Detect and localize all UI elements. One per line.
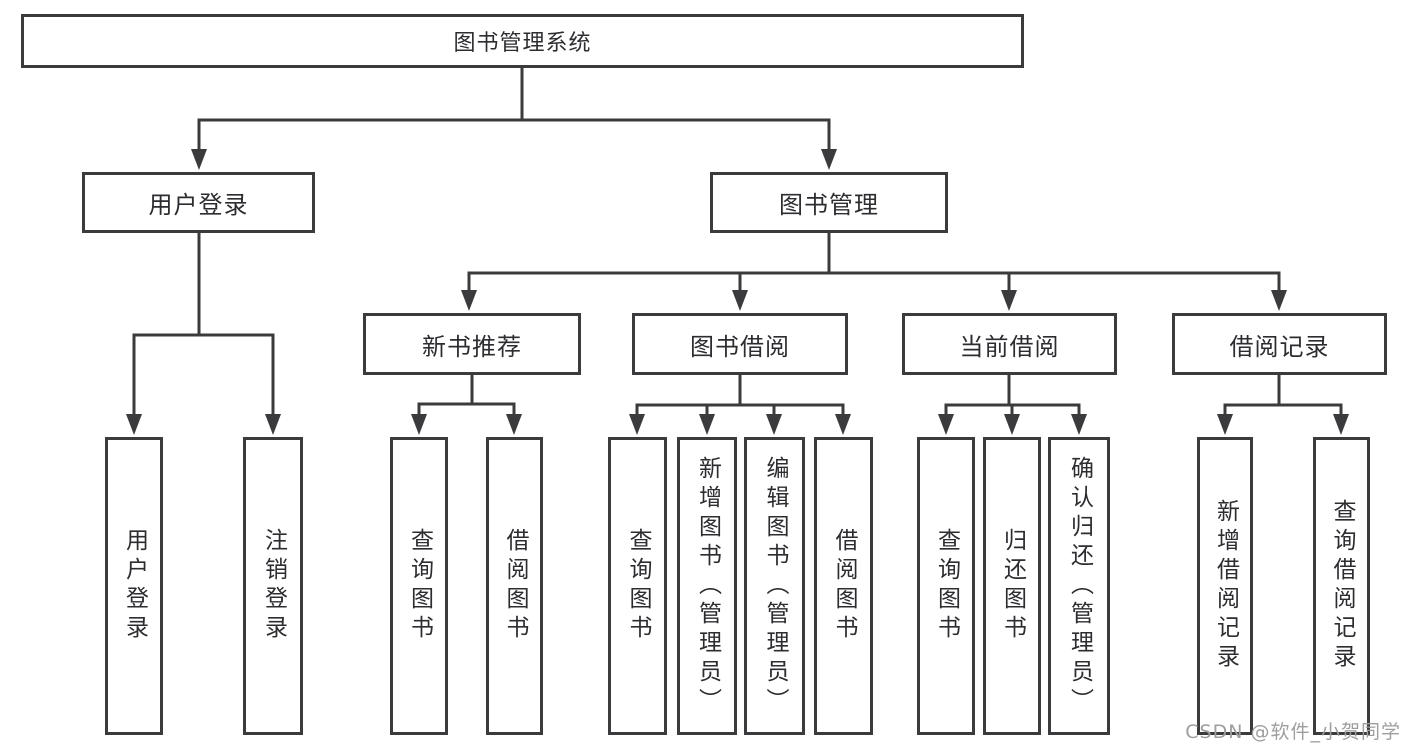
connector-bookborrow-to-leaves <box>635 371 845 419</box>
leaf-borrow-books-2-label: 借阅图书 <box>831 528 857 644</box>
leaf-user-login-label: 用户登录 <box>121 528 148 644</box>
leaf-add-borrow-record: 新增借阅记录 <box>1197 437 1253 735</box>
node-book-management: 图书管理 <box>710 172 948 233</box>
node-borrow-records-label: 借阅记录 <box>1229 332 1330 361</box>
leaf-add-book-admin-label: 新增图书（管理员） <box>694 455 721 717</box>
connector-newbook-to-leaves <box>417 371 516 419</box>
leaf-logout-label: 注销登录 <box>260 528 287 644</box>
leaf-query-borrow-record-label: 查询借阅记录 <box>1329 499 1355 673</box>
leaf-query-books-2-label: 查询图书 <box>625 528 651 644</box>
node-library-system-label: 图书管理系统 <box>453 31 592 56</box>
node-book-borrowing: 图书借阅 <box>632 313 848 375</box>
leaf-add-book-admin: 新增图书（管理员） <box>677 437 737 735</box>
node-new-book-recommend: 新书推荐 <box>363 313 581 375</box>
connector-userlogin-to-leaves <box>132 230 275 419</box>
leaf-return-books-label: 归还图书 <box>999 528 1026 644</box>
node-book-management-label: 图书管理 <box>779 191 879 219</box>
leaf-query-books-3-label: 查询图书 <box>933 528 960 644</box>
leaf-logout: 注销登录 <box>243 437 303 735</box>
leaf-add-borrow-record-label: 新增借阅记录 <box>1212 499 1239 673</box>
leaf-edit-book-admin-label: 编辑图书（管理员） <box>762 455 788 717</box>
csdn-watermark: CSDN @软件_小贺同学 <box>1185 721 1401 743</box>
node-current-borrowing-label: 当前借阅 <box>959 332 1060 361</box>
leaf-return-books: 归还图书 <box>983 437 1041 735</box>
leaf-user-login: 用户登录 <box>105 437 163 735</box>
leaf-query-borrow-record: 查询借阅记录 <box>1313 437 1370 735</box>
connector-currentborrow-to-leaves <box>944 371 1081 419</box>
connector-bookmgmt-to-level3 <box>467 230 1281 295</box>
leaf-query-books-1: 查询图书 <box>390 437 448 735</box>
leaf-borrow-books-2: 借阅图书 <box>814 437 873 735</box>
node-library-system: 图书管理系统 <box>21 14 1024 68</box>
leaf-query-books-2: 查询图书 <box>608 437 667 735</box>
leaf-confirm-return-admin: 确认归还（管理员） <box>1048 437 1110 735</box>
leaf-query-books-1-label: 查询图书 <box>406 528 433 644</box>
leaf-borrow-books-1: 借阅图书 <box>486 437 543 735</box>
node-borrow-records: 借阅记录 <box>1172 313 1387 375</box>
connector-root-to-level2 <box>197 64 831 154</box>
leaf-edit-book-admin: 编辑图书（管理员） <box>744 437 805 735</box>
node-new-book-recommend-label: 新书推荐 <box>422 332 522 361</box>
node-book-borrowing-label: 图书借阅 <box>690 332 790 361</box>
leaf-borrow-books-1-label: 借阅图书 <box>502 528 528 644</box>
node-current-borrowing: 当前借阅 <box>902 313 1117 375</box>
connector-records-to-leaves <box>1223 371 1343 419</box>
node-user-login-label: 用户登录 <box>148 191 249 219</box>
node-user-login: 用户登录 <box>82 172 315 233</box>
leaf-confirm-return-admin-label: 确认归还（管理员） <box>1066 455 1093 717</box>
leaf-query-books-3: 查询图书 <box>917 437 975 735</box>
